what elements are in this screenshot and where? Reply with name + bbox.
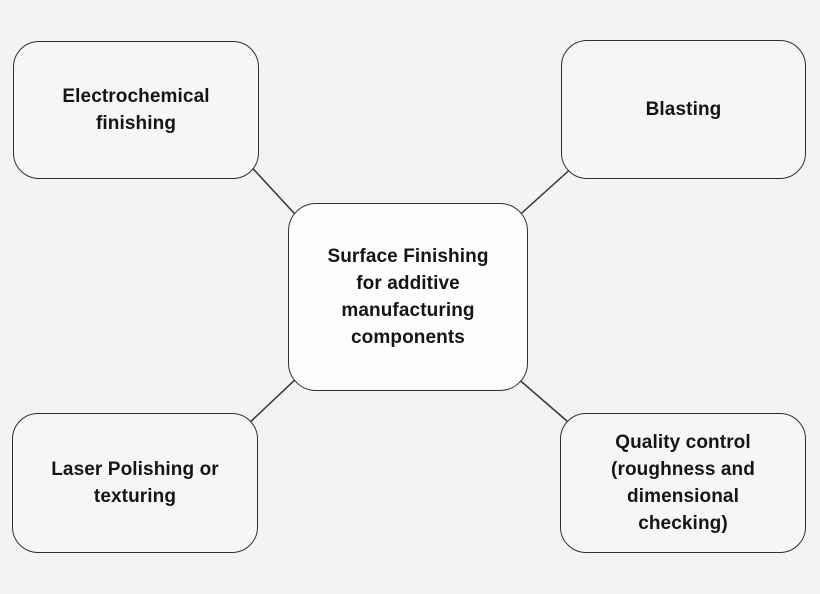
- node-quality-control: Quality control (roughness and dimension…: [560, 413, 806, 553]
- node-blasting: Blasting: [561, 40, 806, 179]
- node-label: Surface Finishing for additive manufactu…: [327, 246, 489, 348]
- node-label: Blasting: [645, 99, 722, 120]
- node-laser-polishing: Laser Polishing or texturing: [12, 413, 258, 553]
- node-surface-finishing-center: Surface Finishing for additive manufactu…: [288, 203, 528, 391]
- node-label: Electrochemical finishing: [62, 86, 210, 134]
- connector-bottom-right: [514, 375, 576, 429]
- node-label: Laser Polishing or texturing: [51, 459, 219, 507]
- node-electrochemical-finishing: Electrochemical finishing: [13, 41, 259, 179]
- node-label: Quality control (roughness and dimension…: [611, 432, 755, 534]
- connector-top-right: [513, 164, 576, 221]
- connector-bottom-left: [244, 374, 301, 428]
